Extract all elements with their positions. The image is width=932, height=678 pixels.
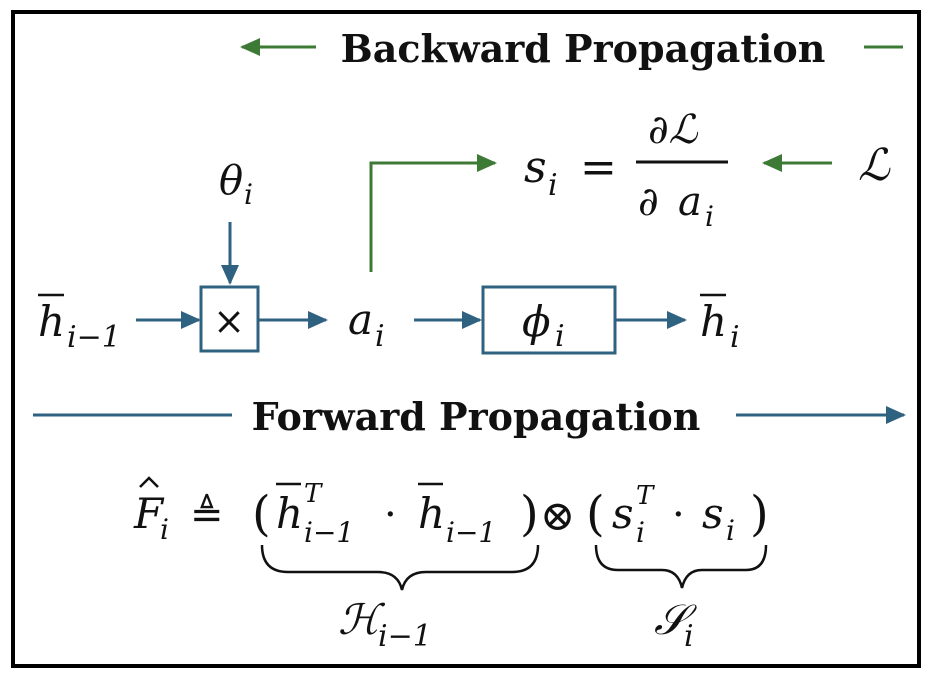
svg-text:i−1: i−1 — [67, 320, 121, 355]
forward-label: Forward Propagation — [252, 394, 701, 439]
svg-text:h: h — [38, 297, 65, 346]
svg-text:·: · — [384, 492, 397, 538]
H-symbol: ℋ i−1 — [338, 595, 432, 654]
svg-text:(: ( — [586, 486, 605, 542]
fisher-formula: F i ≜ ( h T i−1 · h i−1 ) ⊗ ( s T i · s … — [133, 476, 769, 549]
svg-text:h: h — [700, 297, 727, 346]
svg-text:i: i — [548, 168, 558, 203]
svg-text:a: a — [348, 295, 373, 344]
svg-text:ϕ: ϕ — [522, 297, 551, 346]
underbrace-H — [260, 544, 540, 591]
outer-frame — [11, 10, 921, 668]
svg-text:·: · — [672, 492, 685, 538]
S-symbol: 𝒮 i — [654, 595, 697, 654]
svg-text:T: T — [304, 479, 323, 509]
underbrace-S — [594, 544, 768, 589]
svg-text:a: a — [678, 179, 702, 225]
svg-text:i: i — [705, 200, 714, 233]
svg-text:i−1: i−1 — [378, 619, 432, 654]
svg-text:⊗: ⊗ — [540, 491, 575, 540]
svg-text:i: i — [160, 513, 169, 546]
svg-text:): ) — [750, 486, 769, 542]
svg-text:i: i — [684, 619, 694, 654]
svg-text:θ: θ — [219, 158, 243, 204]
svg-text:s: s — [612, 489, 634, 538]
svg-text:s: s — [524, 142, 547, 193]
svg-text:ℋ: ℋ — [338, 595, 386, 644]
theta-symbol: θ i — [219, 158, 253, 211]
svg-text:i: i — [726, 514, 735, 547]
svg-text:≜: ≜ — [190, 492, 224, 538]
h-prev-symbol: h i−1 — [38, 293, 121, 355]
svg-text:i: i — [375, 319, 385, 354]
svg-text:i: i — [636, 516, 645, 549]
multiply-symbol: × — [213, 299, 245, 343]
svg-text:∂ℒ: ∂ℒ — [648, 107, 699, 153]
svg-text:i: i — [244, 178, 253, 211]
svg-text:i: i — [730, 320, 740, 355]
svg-text:): ) — [520, 486, 539, 542]
svg-text:h: h — [418, 489, 445, 538]
svg-text:h: h — [276, 489, 303, 538]
svg-text:i: i — [555, 319, 565, 354]
loss-symbol: ℒ — [858, 140, 891, 191]
svg-text:i−1: i−1 — [446, 516, 496, 549]
backward-label: Backward Propagation — [341, 26, 826, 71]
svg-text:s: s — [702, 489, 724, 538]
gradient-path-arrow — [369, 154, 497, 272]
svg-text:=: = — [580, 142, 617, 193]
svg-text:i−1: i−1 — [304, 516, 354, 549]
svg-text:(: ( — [252, 486, 271, 542]
a-symbol: a i — [348, 295, 385, 354]
s-equation: s i = ∂ℒ ∂ a i — [524, 107, 728, 233]
phi-symbol: ϕ i — [522, 297, 565, 354]
svg-text:T: T — [636, 481, 655, 511]
h-output-symbol: h i — [700, 293, 740, 355]
svg-text:∂: ∂ — [638, 179, 659, 225]
svg-text:F: F — [133, 489, 165, 538]
